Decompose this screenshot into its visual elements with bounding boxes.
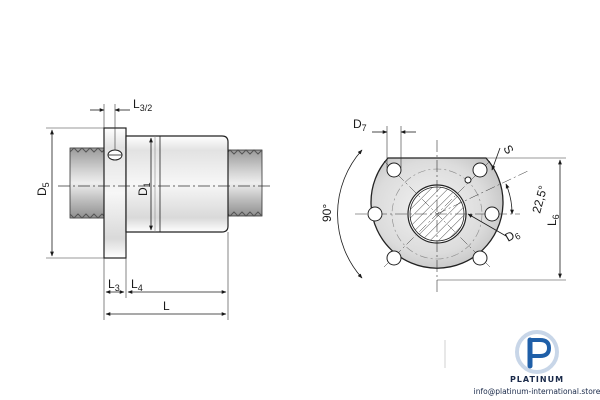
screw-shaft-left [69, 147, 105, 219]
dim-225-label: 22,5° [529, 184, 550, 215]
bolt-hole [367, 206, 383, 222]
dim-d6-leader [467, 213, 507, 237]
dim-d6-label: D6 [503, 226, 523, 247]
thread-lines-left [69, 147, 105, 219]
bolt-hole [484, 206, 500, 222]
dim-l6-label: L6 [545, 214, 561, 226]
dim-s-line [491, 147, 501, 171]
thread-lines-right [225, 149, 263, 217]
dim-s-label: S [500, 143, 516, 157]
bolt-hole [472, 250, 488, 266]
bolt-hole [386, 162, 402, 178]
dim-l-label: L [163, 299, 170, 313]
front-view: D7 90° S 22,5° L6 D6 [320, 117, 566, 292]
bolt-holes [367, 162, 500, 266]
platinum-watermark: PLATINUM info@platinum-international.sto… [444, 330, 600, 396]
dim-d5-label: D5 [35, 182, 51, 196]
screw-shaft-right [225, 149, 263, 217]
dim-90-arc [337, 149, 363, 279]
lube-hole [464, 176, 472, 184]
dim-90-label: 90° [320, 204, 334, 222]
brand-name: PLATINUM [510, 375, 564, 384]
side-view: D5 D1 L3/2 L3 L4 L [35, 97, 272, 320]
bolt-hole [386, 250, 402, 266]
dim-d1-label: D1 [136, 182, 152, 196]
dim-d7-label: D7 [353, 117, 367, 133]
platinum-logo-icon [515, 330, 559, 374]
dim-225-arc [505, 183, 514, 215]
contact-email: info@platinum-international.store [474, 387, 600, 396]
dim-l4-label: L4 [131, 277, 143, 293]
dim-l32-label: L3/2 [133, 97, 152, 113]
dim-l3-label: L3 [108, 277, 120, 293]
bolt-hole [472, 162, 488, 178]
